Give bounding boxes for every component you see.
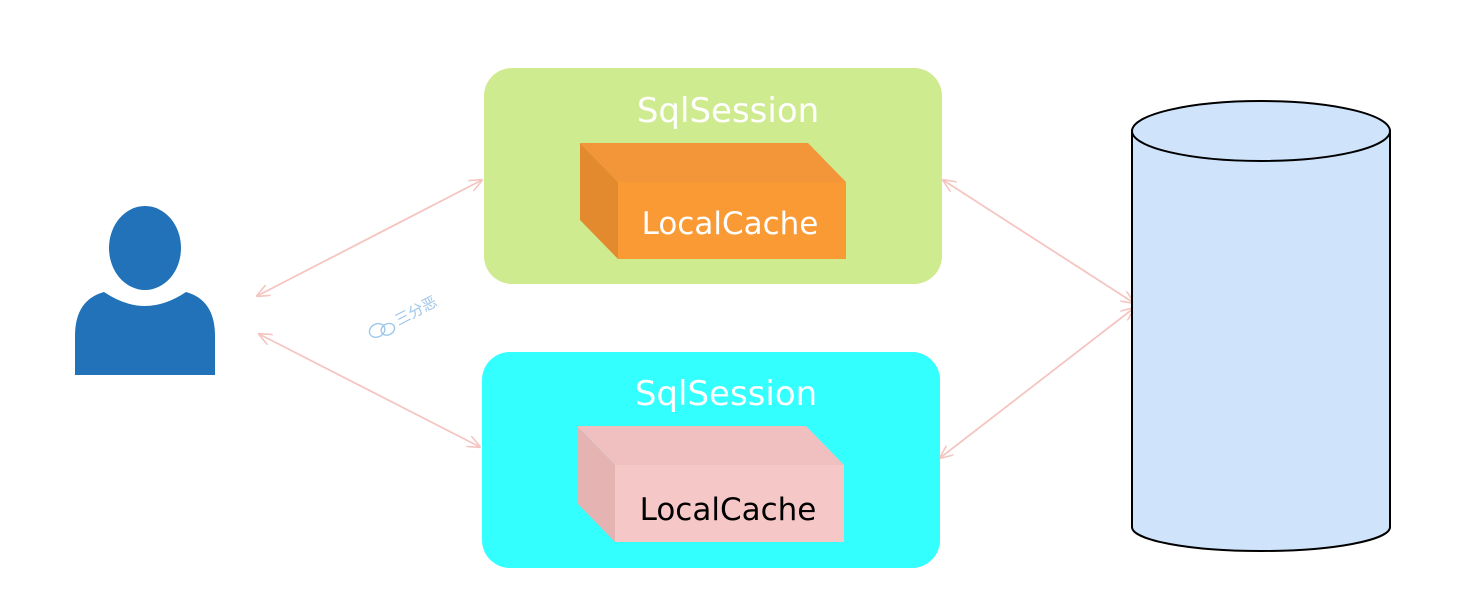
arrow-user-to-session-1 — [257, 180, 482, 296]
localcache-2-label: LocalCache — [640, 492, 817, 528]
sqlsession-2-title: SqlSession — [635, 374, 817, 414]
localcache-1-label: LocalCache — [642, 206, 819, 242]
user-icon-body — [75, 292, 215, 375]
wechat-icon — [368, 322, 396, 339]
connection-arrows — [257, 180, 1134, 458]
localcache-1-front-face — [618, 182, 846, 259]
arrow-session-1-to-database — [943, 180, 1134, 303]
arrow-user-to-session-2 — [259, 334, 480, 447]
localcache-box-1: LocalCache — [580, 143, 846, 259]
localcache-1-side-face — [580, 143, 618, 259]
localcache-2-front-face — [615, 465, 844, 542]
database-body — [1131, 130, 1391, 552]
watermark-text: 三分恶 — [392, 292, 440, 329]
arrow-session-2-to-database — [940, 308, 1134, 458]
user-icon-head — [109, 206, 181, 290]
localcache-2-top-face — [577, 426, 844, 465]
localcache-1-top-face — [580, 143, 846, 182]
sqlsession-box-1: SqlSession LocalCache — [484, 68, 942, 284]
localcache-box-2: LocalCache — [577, 426, 844, 542]
database-cylinder — [1131, 100, 1391, 552]
watermark: 三分恶 — [368, 292, 440, 339]
sqlsession-box-2: SqlSession LocalCache — [482, 352, 940, 568]
database-top — [1131, 100, 1391, 162]
sqlsession-1-title: SqlSession — [637, 91, 819, 131]
user-icon — [75, 206, 215, 375]
localcache-2-side-face — [577, 426, 615, 542]
